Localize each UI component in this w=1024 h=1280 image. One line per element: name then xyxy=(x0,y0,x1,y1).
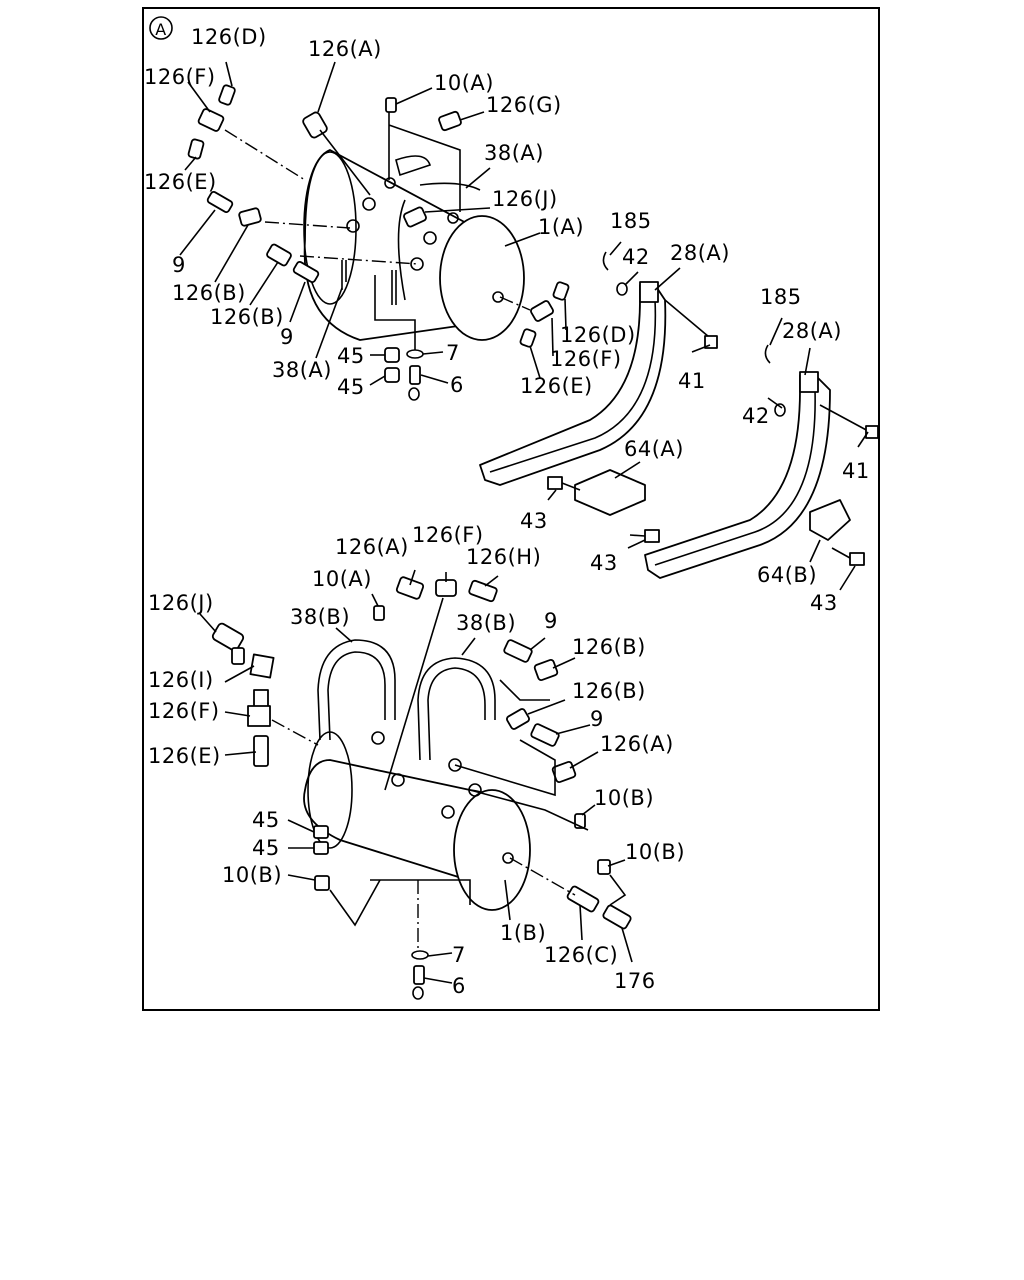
hardware-brackets xyxy=(602,241,879,448)
callout-labels: 126(D) 126(F) 126(E) 126(A) 10(A) 126(G)… xyxy=(144,25,870,998)
label-10B-c: 10(B) xyxy=(222,863,282,887)
label-41-a: 41 xyxy=(678,369,706,393)
label-126C: 126(C) xyxy=(544,943,618,967)
label-185-a: 185 xyxy=(610,209,652,233)
label-126G: 126(G) xyxy=(486,93,562,117)
label-28A-b: 28(A) xyxy=(782,319,842,343)
strap-38B xyxy=(317,639,496,761)
label-126J-b: 126(J) xyxy=(148,591,214,615)
label-10A-b: 10(A) xyxy=(312,567,372,591)
label-126F-c: 126(F) xyxy=(412,523,484,547)
label-126F-b: 126(F) xyxy=(550,347,622,371)
label-1B: 1(B) xyxy=(500,921,546,945)
air-tank-upper xyxy=(303,149,525,341)
bracket-28A-front xyxy=(479,281,667,486)
fittings-upper-right xyxy=(519,281,570,348)
bracket-28A-rear xyxy=(644,371,831,579)
label-41-b: 41 xyxy=(842,459,870,483)
label-176: 176 xyxy=(614,969,656,993)
label-43-a: 43 xyxy=(520,509,548,533)
label-185-b: 185 xyxy=(760,285,802,309)
label-1A: 1(A) xyxy=(538,215,584,239)
section-marker: A xyxy=(149,16,173,40)
leader-lines-upper xyxy=(179,61,567,386)
label-9-b: 9 xyxy=(280,325,294,349)
fittings-lower xyxy=(211,576,632,1000)
label-38A-b: 38(A) xyxy=(272,358,332,382)
label-38B-a: 38(B) xyxy=(290,605,350,629)
label-126A-b: 126(A) xyxy=(335,535,409,559)
label-6-b: 6 xyxy=(452,974,466,998)
label-126E-c: 126(E) xyxy=(148,744,221,768)
label-9-a: 9 xyxy=(172,253,186,277)
plates-64 xyxy=(547,461,865,591)
label-64A: 64(A) xyxy=(624,437,684,461)
label-126B-b: 126(B) xyxy=(210,305,284,329)
label-45-b: 45 xyxy=(337,375,365,399)
label-7-b: 7 xyxy=(452,943,466,967)
label-9-d: 9 xyxy=(590,707,604,731)
label-43-c: 43 xyxy=(810,591,838,615)
label-126B-a: 126(B) xyxy=(172,281,246,305)
label-126B-c: 126(B) xyxy=(572,635,646,659)
strap-38A-upper xyxy=(341,155,481,305)
label-64B: 64(B) xyxy=(757,563,817,587)
leader-lines-lower xyxy=(199,569,633,984)
label-42-b: 42 xyxy=(742,404,770,428)
fittings-upper-left xyxy=(187,84,462,283)
label-38A-a: 38(A) xyxy=(484,141,544,165)
label-126I: 126(I) xyxy=(148,668,214,692)
label-43-b: 43 xyxy=(590,551,618,575)
label-126A-c: 126(A) xyxy=(600,732,674,756)
label-126J-a: 126(J) xyxy=(492,187,558,211)
drain-parts-upper xyxy=(384,347,424,401)
label-45-c: 45 xyxy=(252,808,280,832)
label-126H: 126(H) xyxy=(466,545,541,569)
label-38B-b: 38(B) xyxy=(456,611,516,635)
label-7-a: 7 xyxy=(446,341,460,365)
air-tank-lower xyxy=(303,731,531,911)
label-10B-a: 10(B) xyxy=(594,786,654,810)
label-10A-a: 10(A) xyxy=(434,71,494,95)
label-45-a: 45 xyxy=(337,344,365,368)
label-28A-a: 28(A) xyxy=(670,241,730,265)
label-126B-d: 126(B) xyxy=(572,679,646,703)
label-10B-b: 10(B) xyxy=(625,840,685,864)
label-126F-d: 126(F) xyxy=(148,699,220,723)
label-126D-b: 126(D) xyxy=(560,323,636,347)
label-45-d: 45 xyxy=(252,836,280,860)
label-126E-b: 126(E) xyxy=(520,374,593,398)
label-6-a: 6 xyxy=(450,373,464,397)
label-42-a: 42 xyxy=(622,245,650,269)
label-126F-a: 126(F) xyxy=(144,65,216,89)
label-9-c: 9 xyxy=(544,609,558,633)
diagram-frame xyxy=(142,7,880,1011)
label-126E-a: 126(E) xyxy=(144,170,217,194)
svg-text:A: A xyxy=(155,20,166,39)
label-126D-a: 126(D) xyxy=(191,25,267,49)
label-126A-a: 126(A) xyxy=(308,37,382,61)
